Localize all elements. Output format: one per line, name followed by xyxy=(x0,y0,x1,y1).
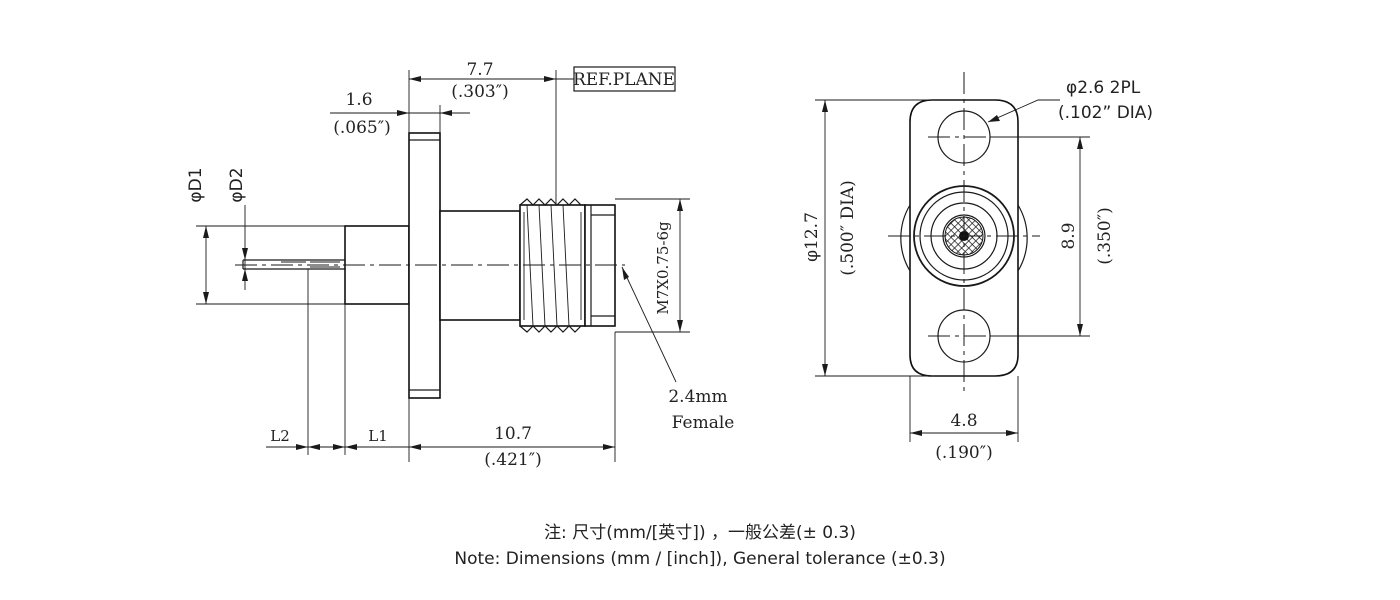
hole-dia-in-label: (.102” DIA) xyxy=(1058,103,1153,123)
width-in-label: (.190″) xyxy=(935,443,992,463)
dim-7-7 xyxy=(408,70,574,205)
dim-l2-label: L2 xyxy=(270,427,290,445)
dim-10-7-label: 10.7 xyxy=(494,424,532,444)
note-english: Note: Dimensions (mm / [inch]), General … xyxy=(454,549,946,569)
side-view: 7.7 (.303″) REF.PLANE 1.6 (.065″) φD1 φD… xyxy=(186,60,734,470)
ref-plane-label: REF.PLANE xyxy=(573,70,675,90)
phi-d1-label: φD1 xyxy=(186,167,206,202)
dim-7-7-label: 7.7 xyxy=(466,60,493,80)
notes: 注: 尺寸(mm/[英寸]) ，一般公差(± 0.3) Note: Dimens… xyxy=(0,520,1400,572)
hole-spacing-in-label: (.350″) xyxy=(1095,207,1115,264)
dim-303-label: (.303″) xyxy=(451,82,508,102)
dim-flange-dia xyxy=(815,99,935,377)
phi-d2-label: φD2 xyxy=(227,167,247,202)
hole-leader xyxy=(987,99,1060,123)
dim-1-6 xyxy=(330,105,470,133)
front-view: φ2.6 2PL (.102” DIA) φ12.7 (.500″ DIA) 8… xyxy=(802,72,1153,463)
dim-1-6-label: 1.6 xyxy=(345,90,372,110)
thread-label: M7X0.75-6g xyxy=(654,221,672,315)
interface-size-label: 2.4mm xyxy=(668,387,727,407)
ref-plane-box xyxy=(573,66,676,92)
dim-l2 xyxy=(266,444,308,450)
dim-065-label: (.065″) xyxy=(333,118,390,138)
hole-dia-label: φ2.6 2PL xyxy=(1066,78,1141,98)
interface-leader xyxy=(621,266,677,383)
contact-pin xyxy=(242,259,345,270)
dim-10-7 xyxy=(409,444,615,450)
dim-hole-spacing xyxy=(990,136,1090,337)
bottom-extension-lines xyxy=(307,269,616,462)
technical-drawing: 7.7 (.303″) REF.PLANE 1.6 (.065″) φD1 φD… xyxy=(186,60,1153,470)
dim-l1 xyxy=(308,444,409,450)
interface-gender-label: Female xyxy=(672,413,735,433)
dim-phi-d2 xyxy=(242,205,248,290)
width-label: 4.8 xyxy=(950,411,977,431)
dim-l1-label: L1 xyxy=(368,427,388,445)
dim-width xyxy=(909,376,1019,442)
note-chinese: 注: 尺寸(mm/[英寸]) ，一般公差(± 0.3) xyxy=(544,523,856,543)
dim-phi-d1 xyxy=(196,225,345,305)
flange-dia-in-label: (.500″ DIA) xyxy=(838,180,858,276)
dim-thread xyxy=(615,198,690,333)
flange-dia-label: φ12.7 xyxy=(802,212,822,262)
dim-421-label: (.421″) xyxy=(484,450,541,470)
hole-spacing-label: 8.9 xyxy=(1059,222,1079,249)
